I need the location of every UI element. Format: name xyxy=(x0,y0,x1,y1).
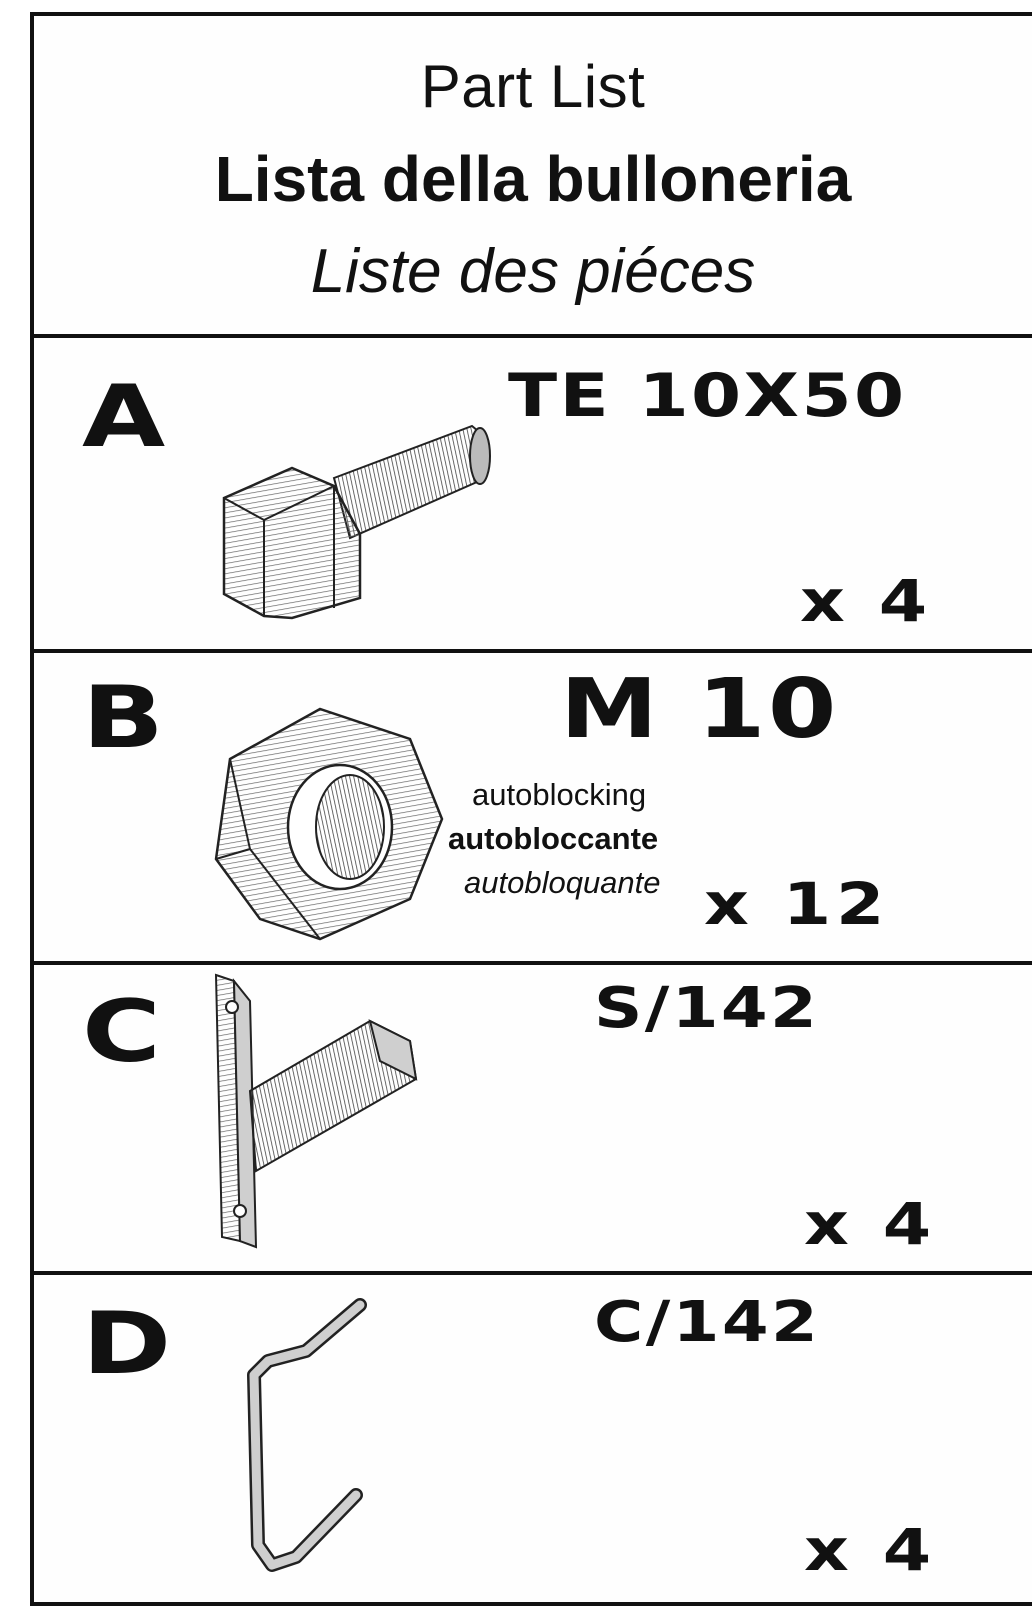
part-list-sheet: Part List Lista della bulloneria Liste d… xyxy=(30,12,1032,1606)
note-english: autoblocking xyxy=(472,777,647,812)
part-letter: D xyxy=(82,1294,174,1394)
hex-nut-icon xyxy=(214,707,444,941)
part-list-header: Part List Lista della bulloneria Liste d… xyxy=(34,16,1032,338)
part-code: S/142 xyxy=(594,976,820,1041)
note-italian: autobloccante xyxy=(448,821,659,856)
title-english: Part List xyxy=(420,53,646,120)
part-row-b: B M 10 autoblocking autobloccante autobl… xyxy=(34,653,1032,965)
title-italian: Lista della bulloneria xyxy=(214,143,852,215)
part-code: C/142 xyxy=(594,1290,821,1355)
part-quantity: x 12 xyxy=(704,870,890,938)
part-row-c: C S/142 x 4 xyxy=(34,965,1032,1275)
hex-bolt-icon xyxy=(222,424,491,620)
part-letter: A xyxy=(82,367,168,467)
note-french: autobloquante xyxy=(464,865,661,900)
part-code: TE 10X50 xyxy=(508,361,907,431)
part-quantity: x 4 xyxy=(804,1516,936,1584)
l-bracket-icon xyxy=(214,973,418,1249)
part-code: M 10 xyxy=(560,662,839,757)
part-row-d: D C/142 x 4 xyxy=(34,1275,1032,1606)
u-clip-icon xyxy=(247,1298,367,1572)
part-letter: B xyxy=(82,668,167,768)
title-french: Liste des piéces xyxy=(310,237,756,306)
part-quantity: x 4 xyxy=(800,567,932,635)
part-row-a: A TE 10X50 x 4 xyxy=(34,338,1032,653)
part-quantity: x 4 xyxy=(804,1190,936,1258)
part-letter: C xyxy=(82,982,164,1082)
